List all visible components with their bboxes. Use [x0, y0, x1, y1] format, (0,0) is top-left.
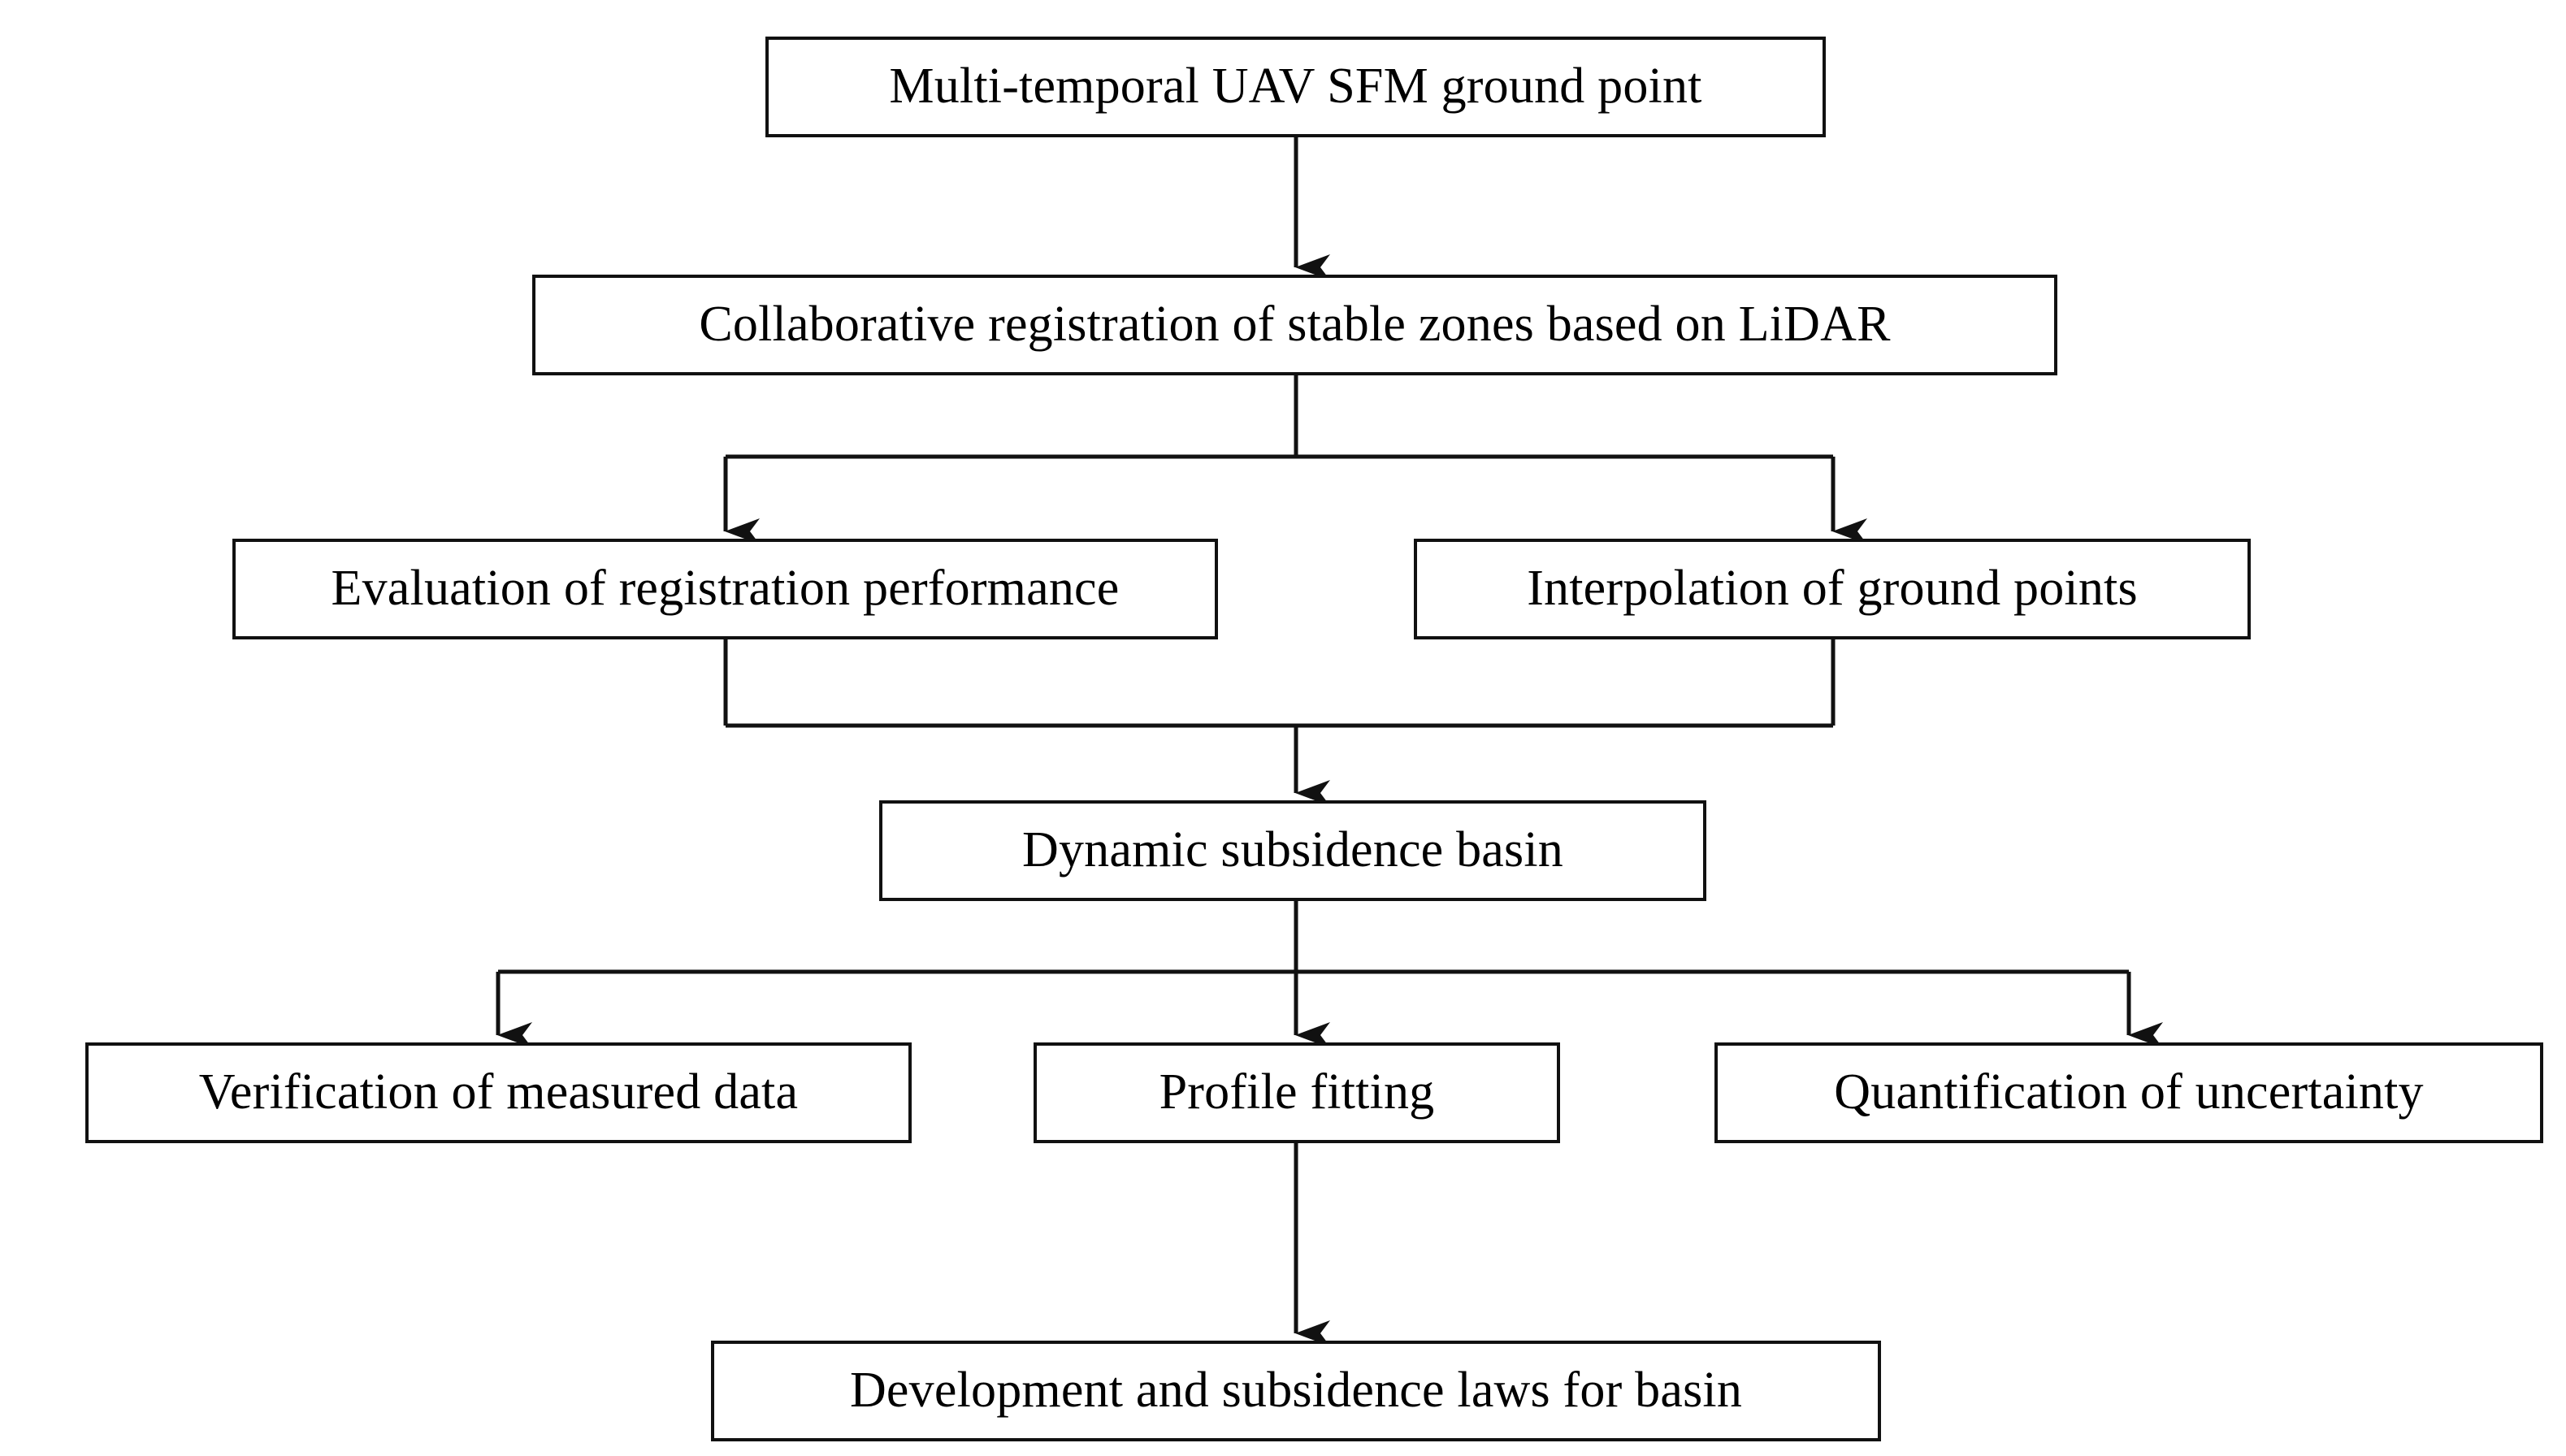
node-dynamic-subsidence-basin[interactable]: Dynamic subsidence basin: [879, 800, 1706, 901]
node-evaluation-of-registration-performance[interactable]: Evaluation of registration performance: [232, 539, 1218, 639]
node-collaborative-registration-stable-zones-lidar[interactable]: Collaborative registration of stable zon…: [532, 275, 2057, 375]
node-interpolation-of-ground-points[interactable]: Interpolation of ground points: [1414, 539, 2251, 639]
node-label: Dynamic subsidence basin: [1022, 822, 1563, 878]
node-label: Quantification of uncertainty: [1834, 1064, 2424, 1120]
node-verification-of-measured-data[interactable]: Verification of measured data: [85, 1042, 912, 1143]
node-profile-fitting[interactable]: Profile fitting: [1034, 1042, 1560, 1143]
node-development-and-subsidence-laws-for-basin[interactable]: Development and subsidence laws for basi…: [711, 1341, 1881, 1441]
node-label: Interpolation of ground points: [1527, 561, 2138, 617]
node-label: Evaluation of registration performance: [331, 561, 1120, 617]
node-label: Collaborative registration of stable zon…: [699, 297, 1891, 353]
node-label: Profile fitting: [1159, 1064, 1435, 1120]
node-label: Multi-temporal UAV SFM ground point: [889, 58, 1702, 115]
node-label: Verification of measured data: [198, 1064, 799, 1120]
node-multi-temporal-uav-sfm-ground-point[interactable]: Multi-temporal UAV SFM ground point: [765, 37, 1826, 137]
node-label: Development and subsidence laws for basi…: [849, 1363, 1743, 1419]
node-quantification-of-uncertainty[interactable]: Quantification of uncertainty: [1714, 1042, 2543, 1143]
